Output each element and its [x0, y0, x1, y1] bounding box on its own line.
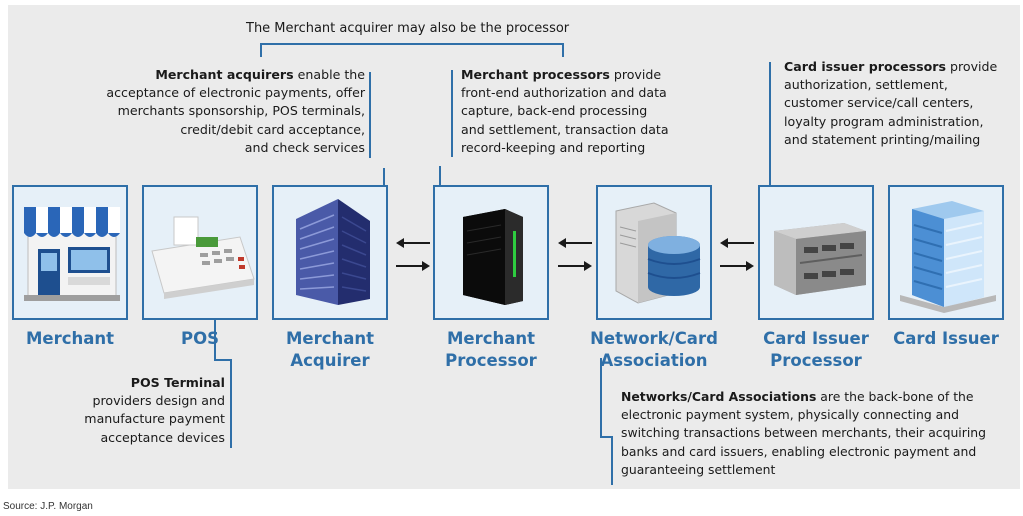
processors-line: capture, back-end processing [461, 103, 648, 119]
pos-label-text: POS [180, 329, 219, 348]
issuer-processors-line: and statement printing/mailing [784, 131, 981, 147]
server-rack-icon [774, 223, 866, 295]
acquirer-box [272, 185, 388, 320]
issuer-box [888, 185, 1004, 320]
networks-line: switching transactions between merchants… [621, 425, 987, 441]
network-box [596, 185, 712, 320]
pos-terminal-line: acceptance devices [100, 429, 225, 445]
network-label-text: Association [600, 351, 708, 370]
top-bracket-line [260, 43, 564, 57]
issuer-processors-title: Card issuer processors [784, 59, 946, 74]
acquirer-label-text: Merchant [285, 329, 375, 348]
arrow-left-2 [558, 238, 592, 248]
merchant-box [12, 185, 128, 320]
merchant-label-text: Merchant [25, 329, 115, 348]
processors-title: Merchant processors [461, 67, 610, 82]
pos-bracket-line [214, 320, 232, 448]
networks-line: banks and card issuers, enabling electro… [621, 443, 977, 459]
acquirers-line: credit/debit card acceptance, [180, 121, 365, 137]
issuer-processor-label-text: Processor [770, 351, 862, 370]
processors-line: front-end authorization and data [461, 85, 667, 101]
arrow-right-3 [720, 261, 754, 271]
networks-line: are the back-bone of the [816, 389, 974, 404]
acquirers-description: Merchant acquirers enable the acceptance… [78, 66, 365, 157]
arrow-left-1 [396, 238, 430, 248]
acquirers-line: acceptance of electronic payments, offer [106, 85, 365, 101]
acquirers-line: and check services [244, 139, 365, 155]
issuer-processors-description: Card issuer processors provide authoriza… [784, 58, 1020, 149]
network-bracket-line [600, 358, 613, 485]
server-tower-icon [463, 209, 523, 305]
pos-terminal-line: providers design and [92, 393, 225, 409]
acquirers-line: enable the [293, 67, 365, 82]
arrow-right-1 [396, 261, 430, 271]
networks-line: guaranteeing settlement [621, 461, 776, 477]
issuer-processors-line: customer service/call centers, [784, 95, 974, 111]
pos-box [142, 185, 258, 320]
glass-building-icon [900, 201, 996, 313]
networks-description: Networks/Card Associations are the back-… [621, 388, 1019, 479]
issuer-label: Card Issuer [881, 328, 1011, 350]
database-server-icon [615, 202, 701, 304]
pos-label: POS [142, 328, 258, 350]
storefront-icon [24, 207, 120, 301]
pos-terminal-description: POS Terminal providers design and manufa… [55, 374, 225, 447]
merchant-label: Merchant [12, 328, 128, 350]
network-label-text: Network/Card [590, 329, 718, 348]
issuer-processors-line: provide [946, 59, 998, 74]
issuer-processor-label-text: Card Issuer [763, 329, 869, 348]
arrow-left-3 [720, 238, 754, 248]
acquirers-title: Merchant acquirers [155, 67, 294, 82]
source-note: Source: J.P. Morgan [3, 501, 93, 512]
processors-description: Merchant processors provide front-end au… [461, 66, 761, 157]
pos-terminal-title: POS Terminal [130, 375, 225, 390]
acquirers-line: merchants sponsorship, POS terminals, [117, 103, 365, 119]
processor-label-text: Processor [445, 351, 537, 370]
office-building-icon [296, 199, 370, 305]
processors-line: provide [609, 67, 662, 82]
networks-title: Networks/Card Associations [621, 389, 817, 404]
issuer-processors-line: loyalty program administration, [784, 113, 984, 129]
issuer-processors-line: authorization, settlement, [784, 77, 948, 93]
issuer-label-text: Card Issuer [893, 329, 999, 348]
processors-line: and settlement, transaction data [461, 121, 669, 137]
cash-register-icon [151, 216, 255, 299]
top-note: The Merchant acquirer may also be the pr… [246, 21, 570, 36]
processor-label-text: Merchant [446, 329, 536, 348]
networks-line: electronic payment system, physically co… [621, 407, 959, 423]
processors-line: record-keeping and reporting [461, 139, 646, 155]
acquirer-label-text: Acquirer [290, 351, 370, 370]
pos-terminal-line: manufacture payment [84, 411, 225, 427]
issuer-processor-box [758, 185, 874, 320]
processor-box [433, 185, 549, 320]
arrow-right-2 [558, 261, 592, 271]
